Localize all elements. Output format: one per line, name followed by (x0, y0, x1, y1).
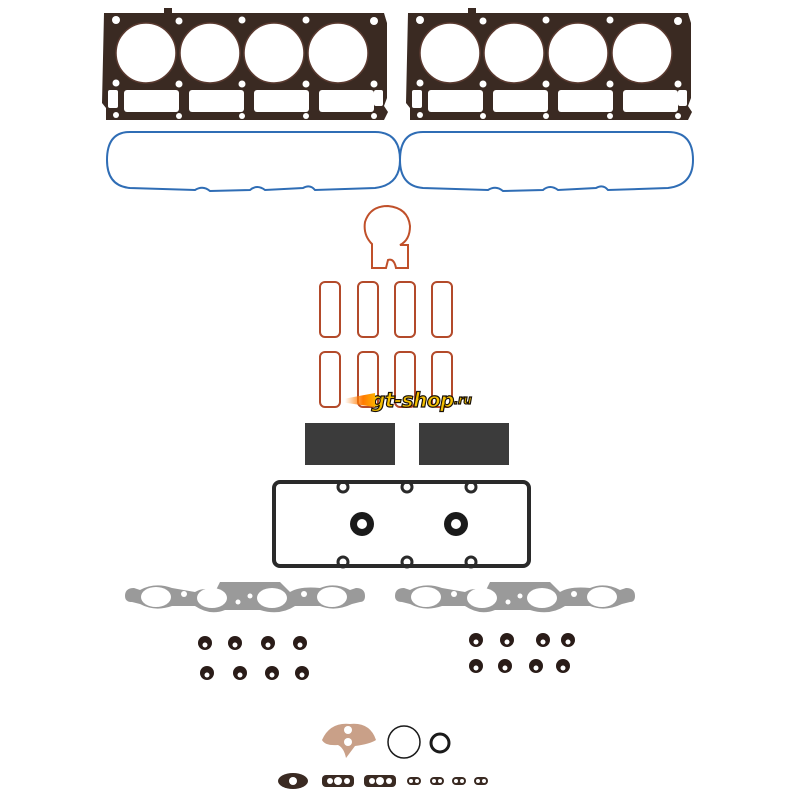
foam-pad-right (419, 423, 509, 465)
valve-stem-seals-right (469, 633, 575, 673)
swoosh-icon (345, 393, 375, 407)
valley-cover-gasket (272, 480, 531, 569)
o-ring-small (429, 732, 451, 754)
valve-cover-gasket-left (106, 131, 401, 192)
valve-cover-gasket-right (399, 131, 694, 192)
watermark-text: gt-shop (370, 387, 455, 412)
valve-stem-seals-left (198, 636, 309, 680)
head-gasket-left (101, 7, 389, 121)
exhaust-gasket-left (125, 582, 365, 613)
head-gasket-right (405, 7, 693, 121)
watermark-suffix: .ru (453, 392, 472, 407)
exhaust-gasket-right (395, 582, 635, 613)
egr-gasket (322, 723, 376, 758)
o-ring-large (387, 725, 421, 759)
watermark-logo: gt-shop .ru (345, 387, 472, 413)
throttle-body-gasket (363, 204, 412, 269)
small-gaskets-row (278, 773, 488, 789)
foam-pad-left (305, 423, 395, 465)
